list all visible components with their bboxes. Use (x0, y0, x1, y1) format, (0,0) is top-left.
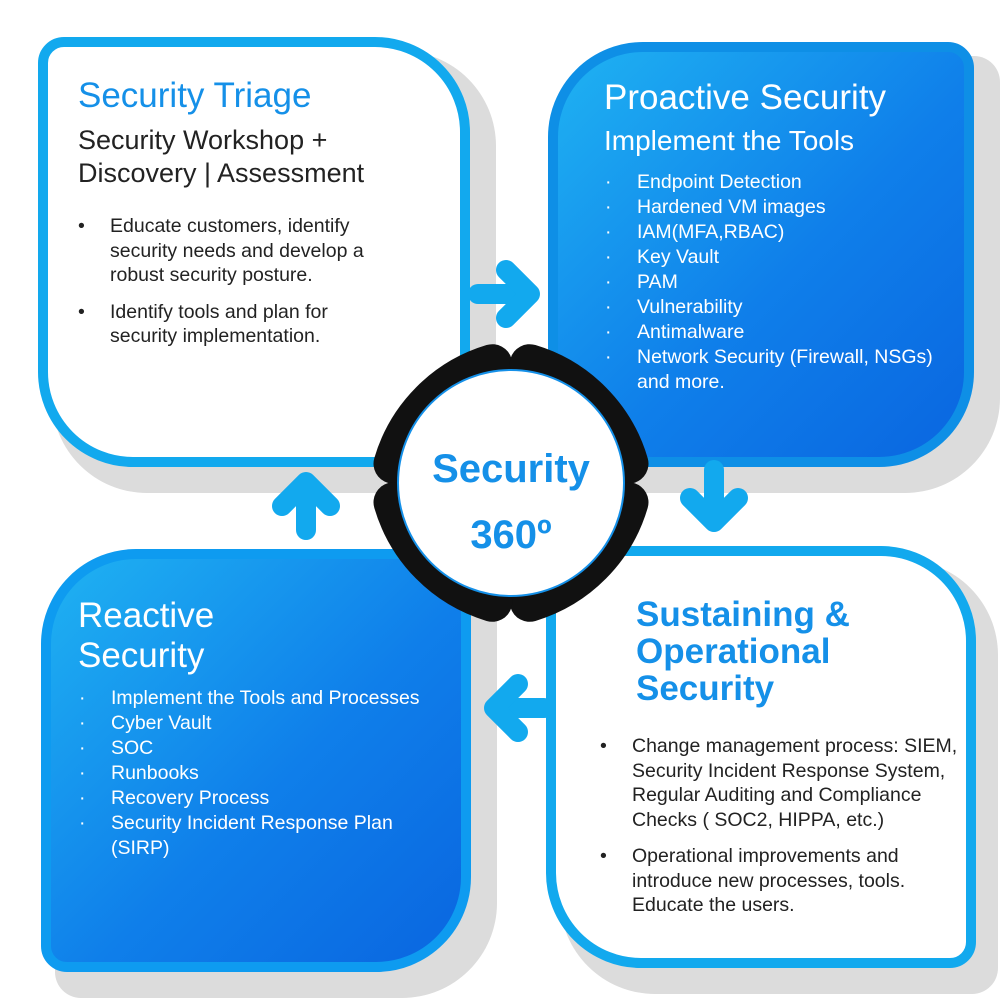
list-item-text: IAM(MFA,RBAC) (637, 221, 785, 243)
bullet-icon: · (605, 296, 612, 318)
list-item: • Identify tools and plan for security im… (78, 300, 400, 349)
subtitle-line: Discovery | Assessment (78, 158, 365, 188)
list-item: · IAM(MFA,RBAC) (605, 220, 947, 245)
title-line: Reactive (78, 596, 215, 635)
proactive-security-list: ·Endpoint Detection ·Hardened VM images … (605, 170, 947, 395)
bullet-icon: · (605, 271, 612, 293)
list-item: · Endpoint Detection (605, 170, 947, 195)
list-item: · Security Incident Response Plan (SIRP) (79, 811, 431, 861)
bullet-icon: · (605, 346, 612, 368)
security-triage-subtitle: Security Workshop + Discovery | Assessme… (78, 124, 364, 190)
proactive-security-subtitle: Implement the Tools (604, 125, 855, 156)
list-item: · Recovery Process (79, 786, 431, 811)
bullet-icon: · (79, 762, 86, 784)
title-line: Security (636, 669, 775, 708)
title-line: Operational (636, 632, 831, 671)
list-item: · PAM (605, 270, 947, 295)
center-title-line: 360º (470, 513, 551, 557)
list-item-text: Endpoint Detection (637, 171, 802, 193)
ring-segment (373, 344, 513, 484)
bullet-icon: · (605, 196, 612, 218)
list-item: · Antimalware (605, 320, 947, 345)
bullet-icon: · (605, 221, 612, 243)
list-item: · Cyber Vault (79, 711, 431, 736)
list-item-text: Operational improvements and introduce n… (632, 845, 906, 916)
ring-segment (373, 482, 513, 622)
list-item-text: Educate customers, identify security nee… (110, 215, 364, 286)
list-item: · Hardened VM images (605, 195, 947, 220)
proactive-security-title: Proactive Security (604, 78, 887, 117)
list-item: · Runbooks (79, 761, 431, 786)
list-item-text: Identify tools and plan for security imp… (110, 300, 328, 348)
list-item-text: Implement the Tools and Processes (111, 687, 420, 709)
bullet-icon: • (600, 845, 607, 867)
list-item-text: Security Incident Response Plan (SIRP) (111, 812, 393, 859)
center-title-line: Security (432, 447, 591, 491)
bullet-icon: • (78, 215, 85, 237)
title-line: Sustaining & (636, 595, 850, 634)
list-item-text: PAM (637, 271, 678, 293)
bullet-icon: • (600, 735, 607, 757)
list-item-text: Key Vault (637, 246, 720, 268)
security-triage-title: Security Triage (78, 76, 312, 115)
list-item-text: Hardened VM images (637, 196, 826, 218)
list-item: · Key Vault (605, 245, 947, 270)
list-item: • Educate customers, identify security ne… (78, 214, 400, 288)
security-triage-card (38, 37, 470, 467)
ring-segment (509, 482, 649, 622)
list-item-text: Change management process: SIEM, Securit… (632, 735, 958, 831)
proactive-security-card (548, 42, 974, 467)
sustaining-security-title: Sustaining & Operational Security (636, 596, 850, 707)
bullet-icon: · (605, 171, 612, 193)
list-item: · SOC (79, 736, 431, 761)
bullet-icon: · (79, 712, 86, 734)
bullet-icon: · (79, 737, 86, 759)
list-item-text: SOC (111, 737, 154, 759)
arrow-icon (468, 260, 540, 328)
reactive-security-card (41, 549, 471, 972)
list-item-text: Runbooks (111, 762, 199, 784)
list-item: · Vulnerability (605, 295, 947, 320)
list-item-text: Network Security (Firewall, NSGs) (637, 346, 933, 368)
reactive-security-title: Reactive Security (78, 596, 214, 676)
list-item: · Network Security (Firewall, NSGs) (605, 345, 947, 370)
list-item: • Operational improvements and introduce … (600, 844, 962, 918)
sustaining-security-card (546, 546, 976, 968)
ring-segment (509, 344, 649, 484)
arrow-icon (680, 460, 748, 532)
security-triage-list: • Educate customers, identify security ne… (78, 214, 400, 361)
list-item: · Implement the Tools and Processes (79, 686, 431, 711)
center-circle (397, 369, 625, 597)
arrow-icon (484, 674, 554, 742)
bullet-icon: · (79, 812, 86, 834)
arrow-icon (272, 472, 340, 540)
list-item-text: Antimalware (637, 321, 745, 343)
bullet-icon: · (79, 787, 86, 809)
list-item-text: Cyber Vault (111, 712, 212, 734)
list-item-text: Recovery Process (111, 787, 270, 809)
sustaining-security-list: • Change management process: SIEM, Securi… (600, 734, 962, 930)
list-trailing-text: and more. (637, 371, 725, 393)
subtitle-line: Security Workshop + (78, 125, 328, 155)
title-line: Security (78, 636, 205, 675)
list-item: • Change management process: SIEM, Securi… (600, 734, 962, 832)
reactive-security-list: · Implement the Tools and Processes · Cybe… (79, 686, 431, 861)
bullet-icon: · (605, 246, 612, 268)
bullet-icon: · (79, 687, 86, 709)
bullet-icon: · (605, 321, 612, 343)
bullet-icon: • (78, 300, 85, 323)
list-item-text: Vulnerability (637, 296, 743, 318)
